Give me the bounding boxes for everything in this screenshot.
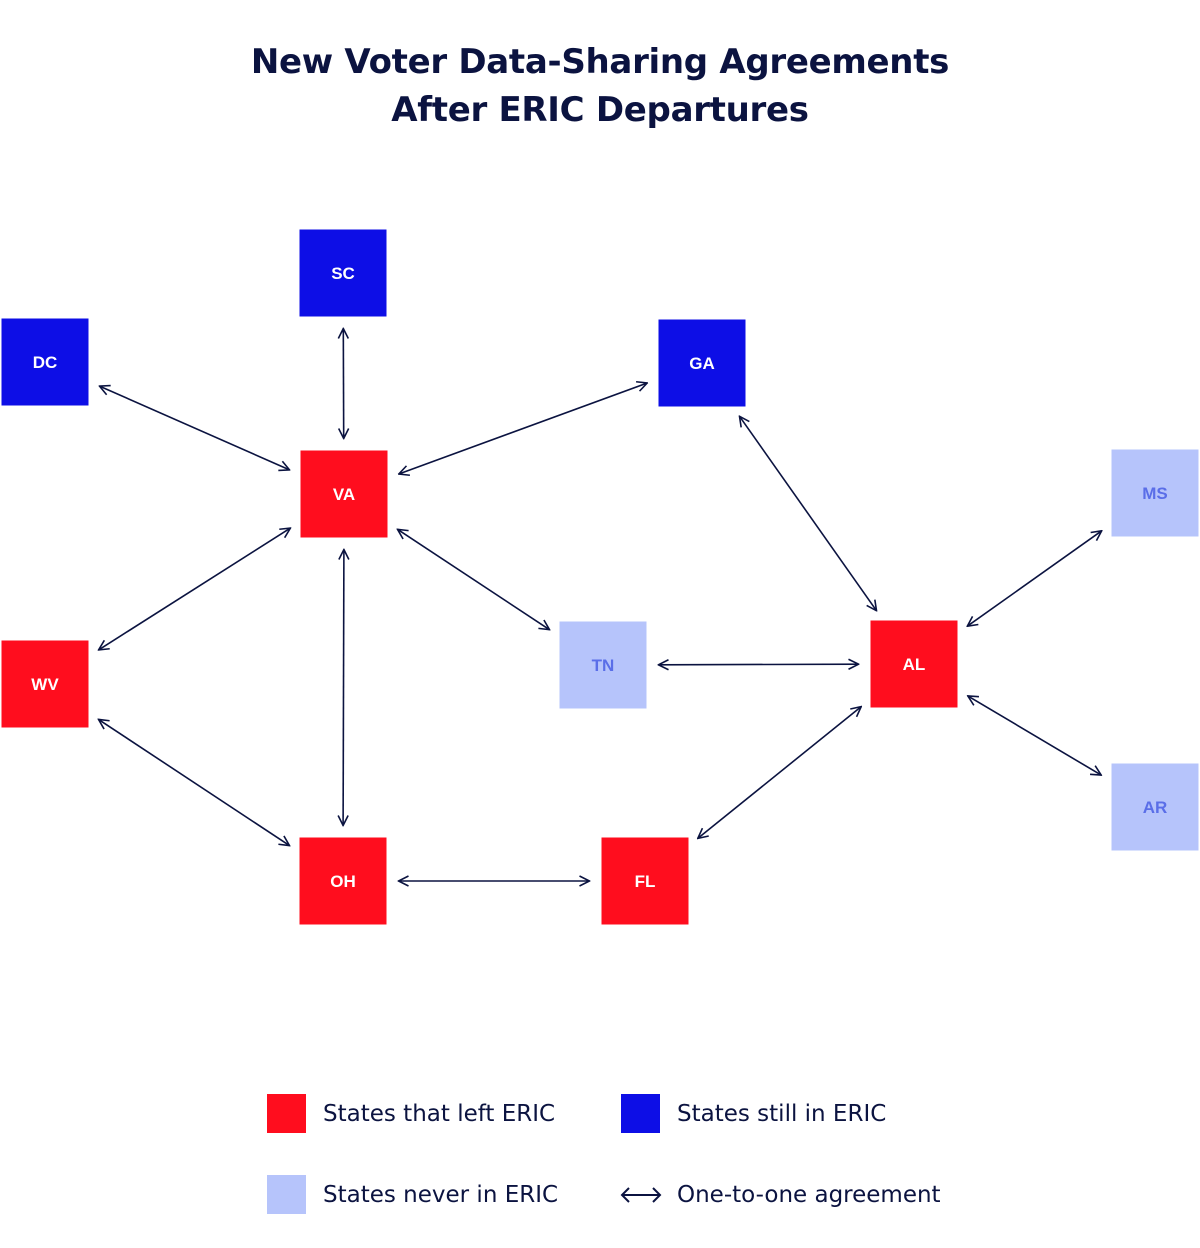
state-node-va: VA [300, 450, 388, 538]
state-box-va [300, 450, 388, 538]
legend-label-still-in-eric: States still in ERIC [677, 1100, 887, 1127]
agreement-arrow-tn-al [659, 664, 859, 665]
state-label-sc: SC [331, 264, 355, 283]
agreement-arrow-va-tn [398, 529, 550, 629]
agreement-arrow-wv-va [99, 528, 291, 650]
state-label-ar: AR [1143, 798, 1168, 817]
state-box-ar [1111, 763, 1199, 851]
state-box-dc [1, 318, 89, 406]
state-node-ms: MS [1111, 449, 1199, 537]
legend-item-left-eric: States that left ERIC [267, 1094, 555, 1133]
state-label-tn: TN [592, 656, 615, 675]
title-line-1: New Voter Data-Sharing Agreements [250, 42, 950, 82]
state-box-tn [559, 621, 647, 709]
state-box-ga [658, 319, 746, 407]
state-label-oh: OH [330, 872, 356, 891]
agreement-arrow-ar-al [968, 696, 1101, 775]
state-label-fl: FL [635, 872, 656, 891]
state-box-sc [299, 229, 387, 317]
state-label-ms: MS [1142, 484, 1168, 503]
state-node-wv: WV [1, 640, 89, 728]
state-label-al: AL [903, 655, 926, 674]
agreement-arrow-ga-va [399, 383, 647, 474]
state-node-dc: DC [1, 318, 89, 406]
state-label-va: VA [333, 485, 355, 504]
agreement-arrow-va-oh [343, 550, 344, 826]
state-label-dc: DC [33, 353, 58, 372]
state-node-sc: SC [299, 229, 387, 317]
legend-swatch-left-eric [267, 1094, 306, 1133]
state-box-oh [299, 837, 387, 925]
state-label-ga: GA [689, 354, 715, 373]
legend-item-never-in-eric: States never in ERIC [267, 1175, 558, 1214]
state-box-al [870, 620, 958, 708]
legend-swatch-never-in-eric [267, 1175, 306, 1214]
state-box-fl [601, 837, 689, 925]
nodes-layer: SC DC GA VA MS WV TN AL AR OH FL [1, 229, 1199, 925]
chart-title: New Voter Data-Sharing Agreements After … [0, 38, 1200, 134]
state-label-wv: WV [31, 675, 59, 694]
state-node-oh: OH [299, 837, 387, 925]
state-box-wv [1, 640, 89, 728]
state-node-fl: FL [601, 837, 689, 925]
state-box-ms [1111, 449, 1199, 537]
agreement-arrow-ga-al [740, 416, 877, 610]
state-node-ar: AR [1111, 763, 1199, 851]
agreement-arrow-dc-va [100, 386, 290, 470]
state-node-tn: TN [559, 621, 647, 709]
legend-item-agreement: One-to-one agreement [619, 1175, 941, 1214]
legend-swatch-still-in-eric [621, 1094, 660, 1133]
legend-label-left-eric: States that left ERIC [323, 1100, 556, 1127]
legend-label-agreement: One-to-one agreement [677, 1181, 941, 1208]
edges-layer [99, 329, 1102, 882]
state-node-ga: GA [658, 319, 746, 407]
legend-label-never-in-eric: States never in ERIC [323, 1181, 559, 1208]
agreement-arrow-ms-al [967, 531, 1101, 626]
agreement-arrow-wv-oh [99, 719, 290, 845]
agreement-arrow-fl-al [698, 707, 861, 839]
title-line-2: After ERIC Departures [391, 90, 809, 130]
legend-item-still-in-eric: States still in ERIC [621, 1094, 886, 1133]
double-arrow-icon [620, 1187, 662, 1203]
state-node-al: AL [870, 620, 958, 708]
